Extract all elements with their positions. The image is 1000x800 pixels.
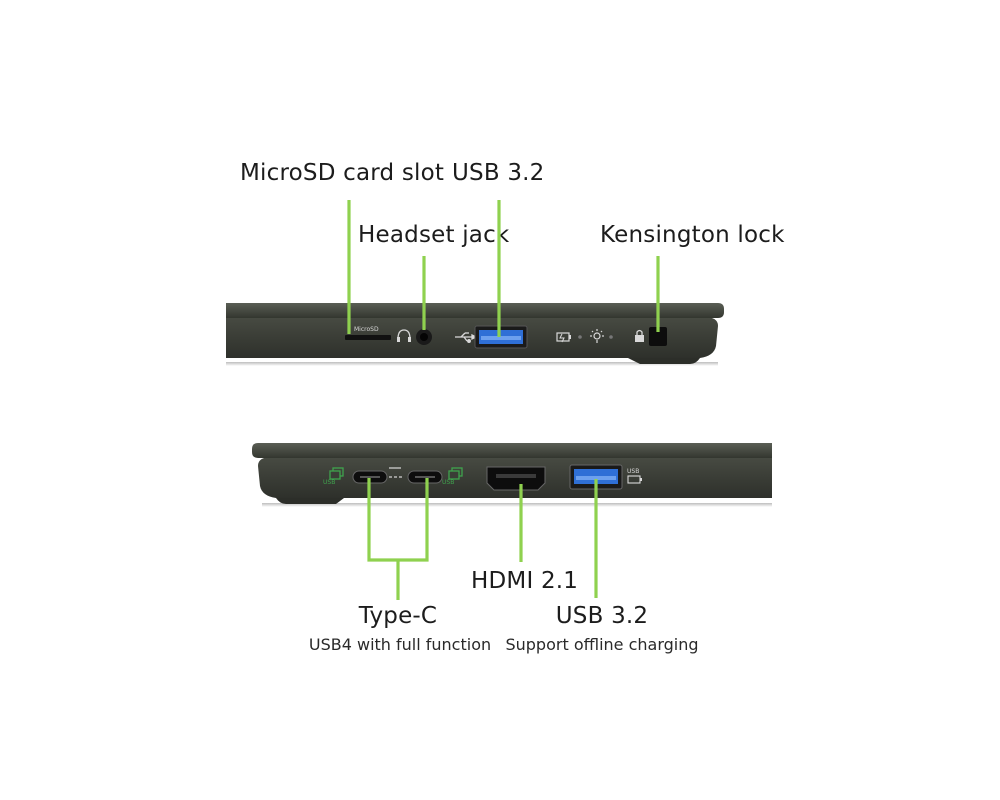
laptop-left-side: USB USB USB	[252, 443, 772, 507]
laptop-left-shadow	[262, 503, 772, 507]
usb-charging-icon: USB	[627, 468, 642, 484]
displayport-icon-right	[448, 467, 463, 480]
laptop-left-foot	[276, 498, 344, 504]
kensington-lock-slot	[649, 327, 667, 346]
label-type-c-subtitle: USB4 with full function	[308, 635, 492, 654]
usb-marking-right: USB	[442, 479, 454, 486]
leader-lines	[347, 200, 660, 600]
label-kensington-lock: Kensington lock	[600, 222, 785, 248]
power-led	[609, 335, 613, 339]
label-usb-3-2-top: USB 3.2	[452, 160, 545, 186]
battery-led	[578, 335, 582, 339]
label-microsd-card-slot: MicroSD card slot	[240, 160, 445, 186]
power-light-icon	[590, 329, 604, 343]
laptop-right-shadow	[226, 362, 718, 366]
laptop-right-foot	[628, 358, 700, 364]
usb-marking-left: USB	[323, 479, 335, 486]
microsd-slot	[345, 335, 391, 340]
label-usb-3-2-bottom: USB 3.2	[555, 603, 649, 629]
laptop-left-lid	[252, 443, 772, 458]
hdmi-port	[486, 466, 546, 491]
headset-icon	[397, 329, 411, 342]
svg-text:USB: USB	[627, 468, 639, 475]
label-usb-3-2-bottom-subtitle: Support offline charging	[505, 635, 699, 654]
label-type-c: Type-C	[358, 603, 438, 629]
lock-icon	[635, 329, 644, 342]
displayport-icon-left	[329, 467, 344, 480]
usb-symbol-icon	[455, 332, 478, 343]
label-headset-jack: Headset jack	[358, 222, 510, 248]
laptop-right-lid	[226, 303, 724, 318]
battery-icon	[556, 332, 571, 343]
usb4-icon	[389, 467, 402, 478]
laptop-right-side: MicroSD	[226, 303, 724, 366]
label-hdmi-2-1: HDMI 2.1	[471, 568, 579, 594]
microsd-marking: MicroSD	[354, 326, 379, 333]
